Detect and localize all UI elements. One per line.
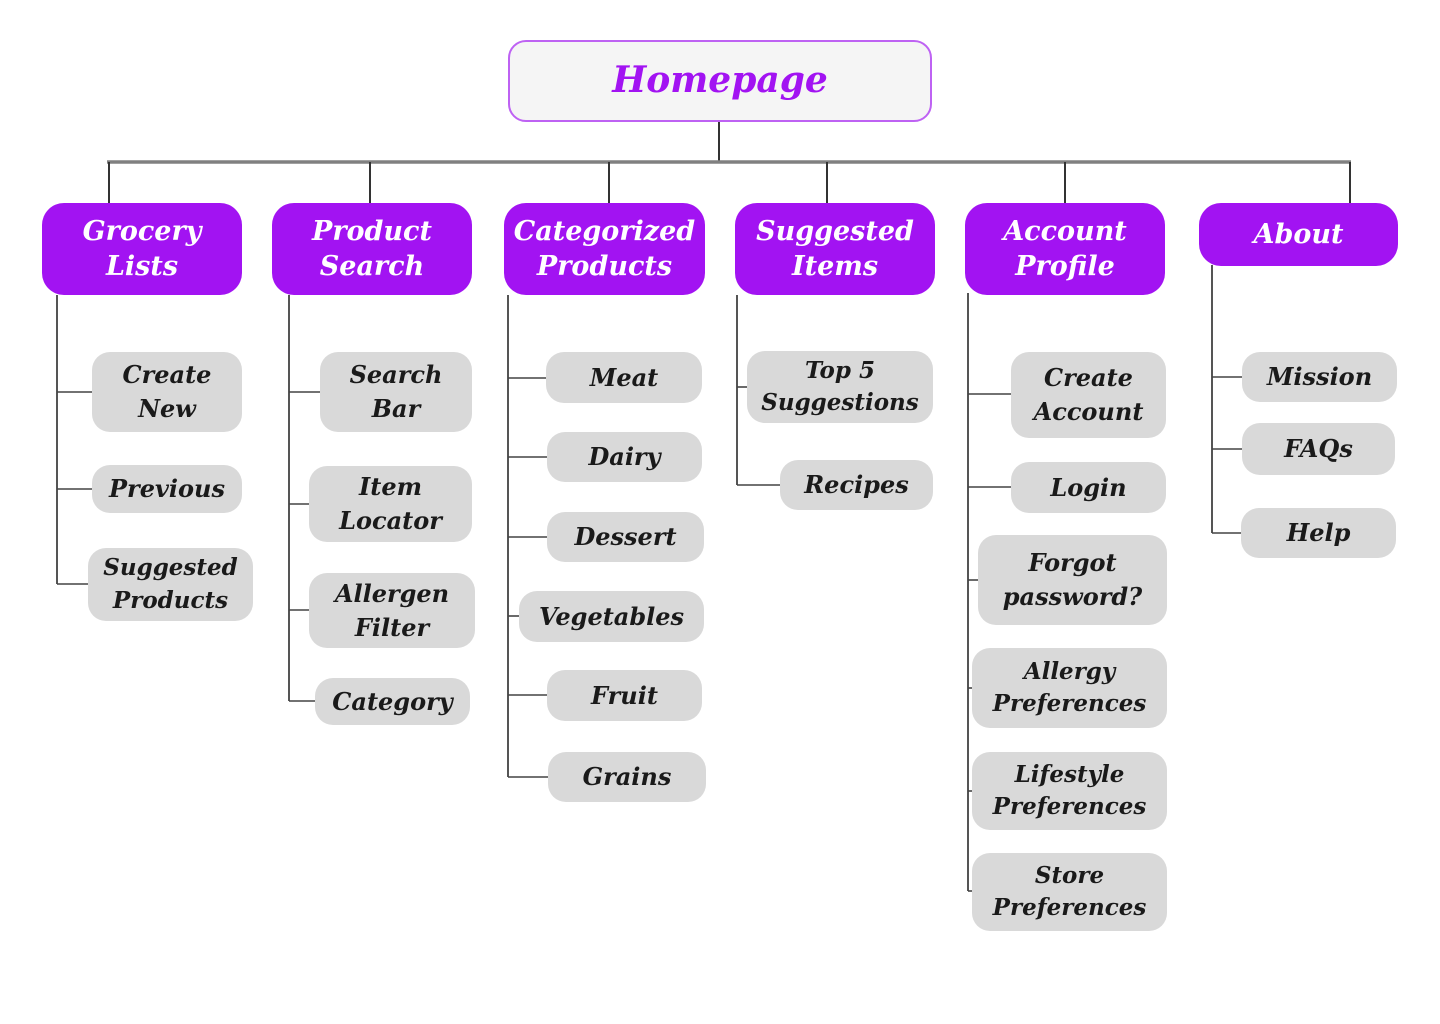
child-node-item-locator[interactable]: Item Locator [309, 466, 472, 542]
child-node-faqs[interactable]: FAQs [1242, 423, 1395, 475]
root-node-homepage[interactable]: Homepage [508, 40, 932, 122]
child-node-recipes[interactable]: Recipes [780, 460, 933, 510]
child-node-create-new[interactable]: Create New [92, 352, 242, 432]
child-node-meat[interactable]: Meat [546, 352, 702, 403]
branch-node-grocery-lists[interactable]: Grocery Lists [42, 203, 242, 295]
branch-node-categorized-products[interactable]: Categorized Products [504, 203, 705, 295]
child-node-top-5-suggestions[interactable]: Top 5 Suggestions [747, 351, 933, 423]
child-stub-connectors [57, 376, 1242, 892]
child-node-forgot-password[interactable]: Forgot password? [978, 535, 1167, 625]
child-node-suggested-products[interactable]: Suggested Products [88, 548, 253, 621]
child-node-lifestyle-preferences[interactable]: Lifestyle Preferences [972, 752, 1167, 830]
child-node-dessert[interactable]: Dessert [547, 512, 704, 562]
branch-drop-connectors [108, 162, 1351, 203]
child-node-fruit[interactable]: Fruit [547, 670, 702, 721]
child-node-allergy-preferences[interactable]: Allergy Preferences [972, 648, 1167, 728]
child-node-dairy[interactable]: Dairy [547, 432, 702, 482]
branch-node-product-search[interactable]: Product Search [272, 203, 472, 295]
child-node-previous[interactable]: Previous [92, 465, 242, 513]
child-node-create-account[interactable]: Create Account [1011, 352, 1166, 438]
child-node-login[interactable]: Login [1011, 462, 1166, 513]
child-node-allergen-filter[interactable]: Allergen Filter [309, 573, 475, 648]
child-node-mission[interactable]: Mission [1242, 352, 1397, 402]
child-node-grains[interactable]: Grains [548, 752, 706, 802]
child-node-vegetables[interactable]: Vegetables [519, 591, 704, 642]
child-node-help[interactable]: Help [1241, 508, 1396, 558]
child-node-category[interactable]: Category [315, 678, 470, 725]
branch-node-about[interactable]: About [1199, 203, 1398, 266]
branch-node-account-profile[interactable]: Account Profile [965, 203, 1165, 295]
branch-node-suggested-items[interactable]: Suggested Items [735, 203, 935, 295]
child-node-store-preferences[interactable]: Store Preferences [972, 853, 1167, 931]
child-node-search-bar[interactable]: Search Bar [320, 352, 472, 432]
